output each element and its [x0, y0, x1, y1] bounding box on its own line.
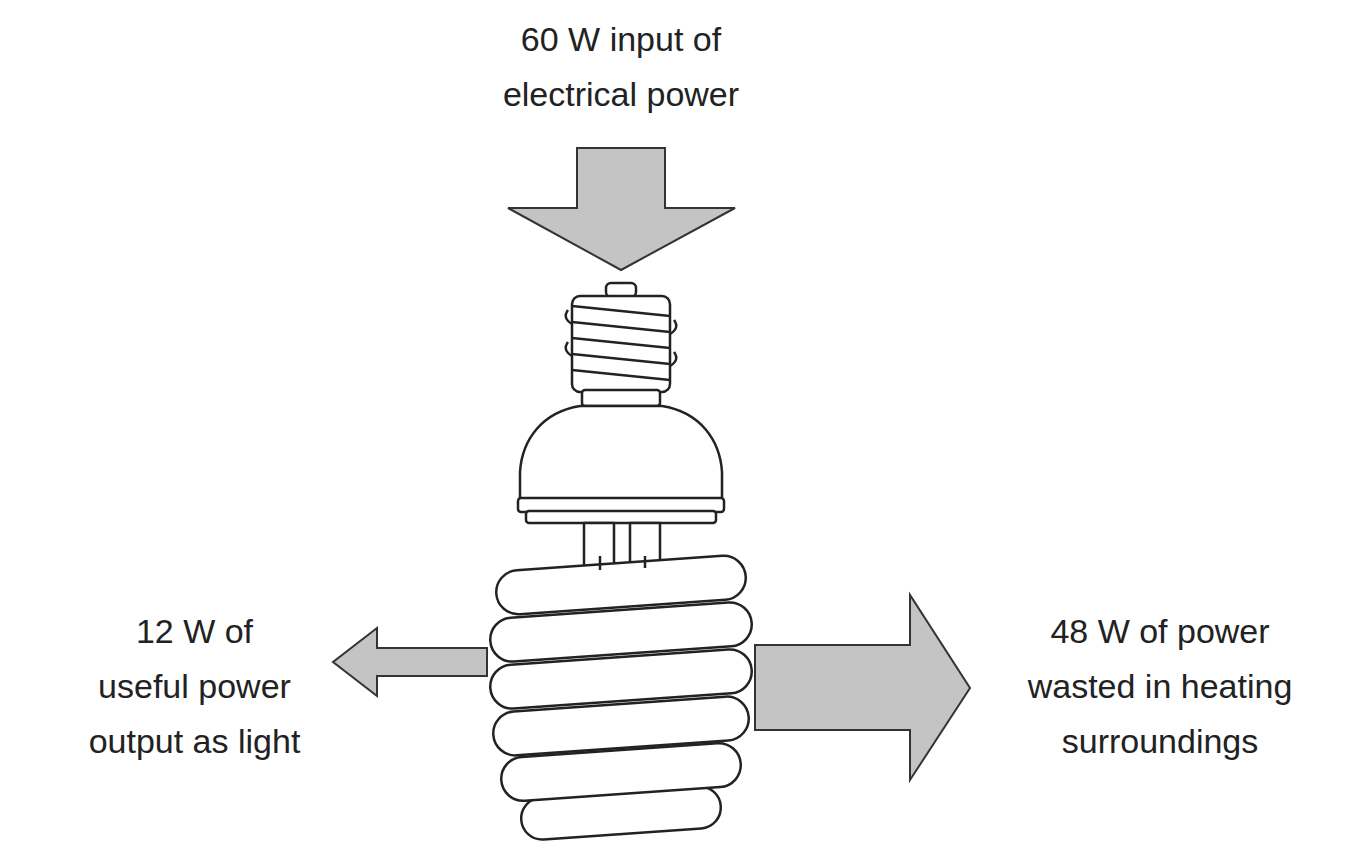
lamp	[489, 283, 753, 841]
heat-output-label: 48 W of power wasted in heating surround…	[1020, 604, 1300, 769]
thread-line	[572, 338, 670, 348]
lamp-collar	[520, 406, 722, 500]
thread-bump	[566, 342, 572, 356]
input-power-label: 60 W input of electrical power	[491, 12, 751, 122]
tube-join	[600, 556, 645, 570]
input-arrow	[508, 148, 735, 270]
screw-threads	[566, 306, 677, 380]
lamp-neck	[582, 390, 660, 406]
thread-line	[572, 306, 670, 316]
tube-coil	[495, 554, 747, 615]
lamp-screw	[572, 296, 670, 392]
thread-bump	[670, 320, 676, 334]
heat-arrow	[755, 595, 970, 780]
thread-line	[572, 322, 670, 332]
light-output-label: 12 W of useful power output as light	[87, 604, 302, 769]
collar-rim	[526, 511, 716, 523]
thread-bump	[670, 352, 676, 366]
thread-line	[572, 354, 670, 364]
thread-line	[572, 370, 670, 380]
thread-bump	[566, 310, 572, 324]
light-arrow	[333, 628, 487, 696]
